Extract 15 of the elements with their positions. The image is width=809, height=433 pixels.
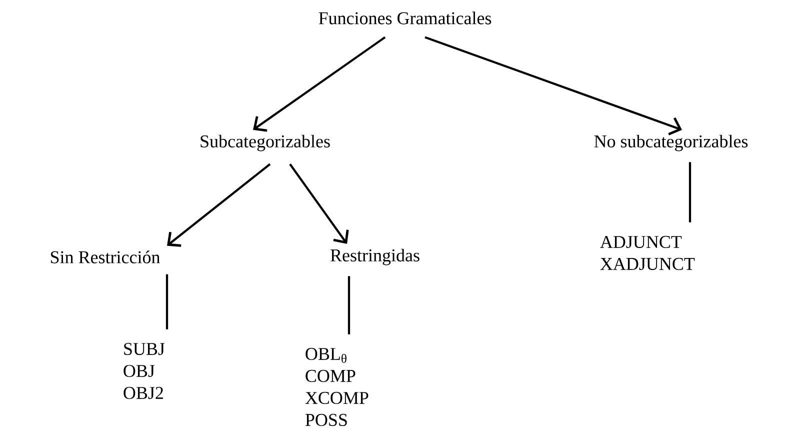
arrow — [289, 164, 349, 244]
function-list: SUBJ OBJ OBJ2 — [124, 342, 165, 400]
connector-line — [166, 274, 168, 330]
arrow — [253, 36, 386, 132]
arrow — [424, 36, 682, 136]
label-text: Funciones Gramaticales — [318, 12, 492, 24]
label-text: Sin Restricción — [50, 250, 160, 264]
connector-line — [348, 276, 350, 334]
connector-line — [688, 162, 692, 222]
label-text: Restringidas — [330, 248, 420, 266]
function-list: ADJUNCT XADJUNCT — [600, 236, 695, 270]
function-list: OBL$_{θ}$ COMP XCOMP POSS — [305, 348, 368, 426]
label-text: Subcategorizables — [200, 134, 330, 152]
arrow — [167, 163, 271, 247]
label-text: No subcategorizables — [594, 134, 748, 152]
